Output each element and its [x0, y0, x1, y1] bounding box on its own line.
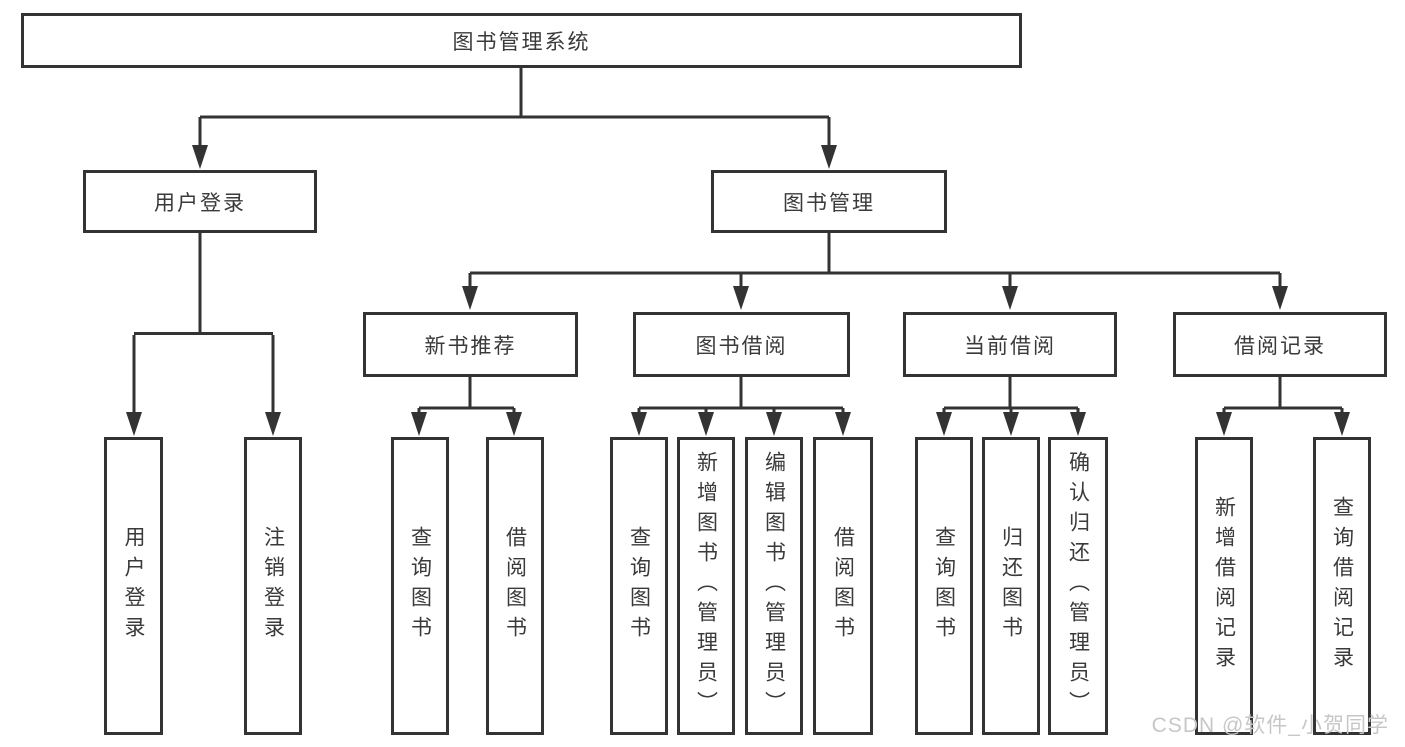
node-label: 图书管理: [783, 191, 875, 215]
leaf-label: 新增借阅记录: [1212, 496, 1236, 676]
node-label: 借阅记录: [1234, 334, 1326, 358]
leaf-label: 借阅图书: [831, 526, 855, 646]
node-book-borrowing: 图书借阅: [633, 312, 850, 377]
node-label: 图书借阅: [695, 334, 788, 358]
node-library-management-system: 图书管理系统: [21, 13, 1022, 68]
leaf-label: 注销登录: [261, 526, 285, 646]
leaf-label: 用户登录: [122, 526, 145, 646]
leaf-borrow-books-recommend: 借阅图书: [486, 437, 544, 735]
leaf-edit-book-admin: 编辑图书（管理员）: [745, 437, 803, 735]
leaf-add-book-admin: 新增图书（管理员）: [677, 437, 735, 735]
node-book-management: 图书管理: [711, 170, 947, 233]
leaf-add-borrow-record: 新增借阅记录: [1195, 437, 1253, 735]
leaf-label: 借阅图书: [503, 526, 527, 646]
node-label: 新书推荐: [424, 334, 517, 358]
leaf-label: 查询图书: [627, 526, 651, 646]
leaf-query-borrow-record: 查询借阅记录: [1313, 437, 1371, 735]
node-borrowing-records: 借阅记录: [1173, 312, 1387, 377]
leaf-query-books-recommend: 查询图书: [391, 437, 449, 735]
leaf-query-books-current: 查询图书: [915, 437, 973, 735]
leaf-return-books: 归还图书: [982, 437, 1040, 735]
node-new-book-recommendation: 新书推荐: [363, 312, 578, 377]
leaf-label: 确认归还（管理员）: [1066, 451, 1090, 721]
leaf-label: 查询图书: [932, 526, 956, 646]
node-label: 用户登录: [154, 191, 246, 215]
leaf-label: 查询图书: [408, 526, 432, 646]
node-current-borrowing: 当前借阅: [903, 312, 1117, 377]
node-label: 当前借阅: [964, 334, 1056, 358]
leaf-confirm-return-admin: 确认归还（管理员）: [1048, 437, 1108, 735]
leaf-query-books-borrowing: 查询图书: [610, 437, 668, 735]
leaf-label: 归还图书: [999, 526, 1023, 646]
leaf-borrow-books-borrowing: 借阅图书: [813, 437, 873, 735]
leaf-label: 编辑图书（管理员）: [762, 451, 786, 721]
leaf-user-login: 用户登录: [104, 437, 163, 735]
leaf-label: 新增图书（管理员）: [694, 451, 718, 721]
node-user-login: 用户登录: [83, 170, 317, 233]
leaf-label: 查询借阅记录: [1330, 496, 1354, 676]
node-label: 图书管理系统: [452, 30, 591, 54]
csdn-watermark: CSDN @软件_小贺同学: [1151, 714, 1389, 737]
leaf-logout: 注销登录: [244, 437, 302, 735]
